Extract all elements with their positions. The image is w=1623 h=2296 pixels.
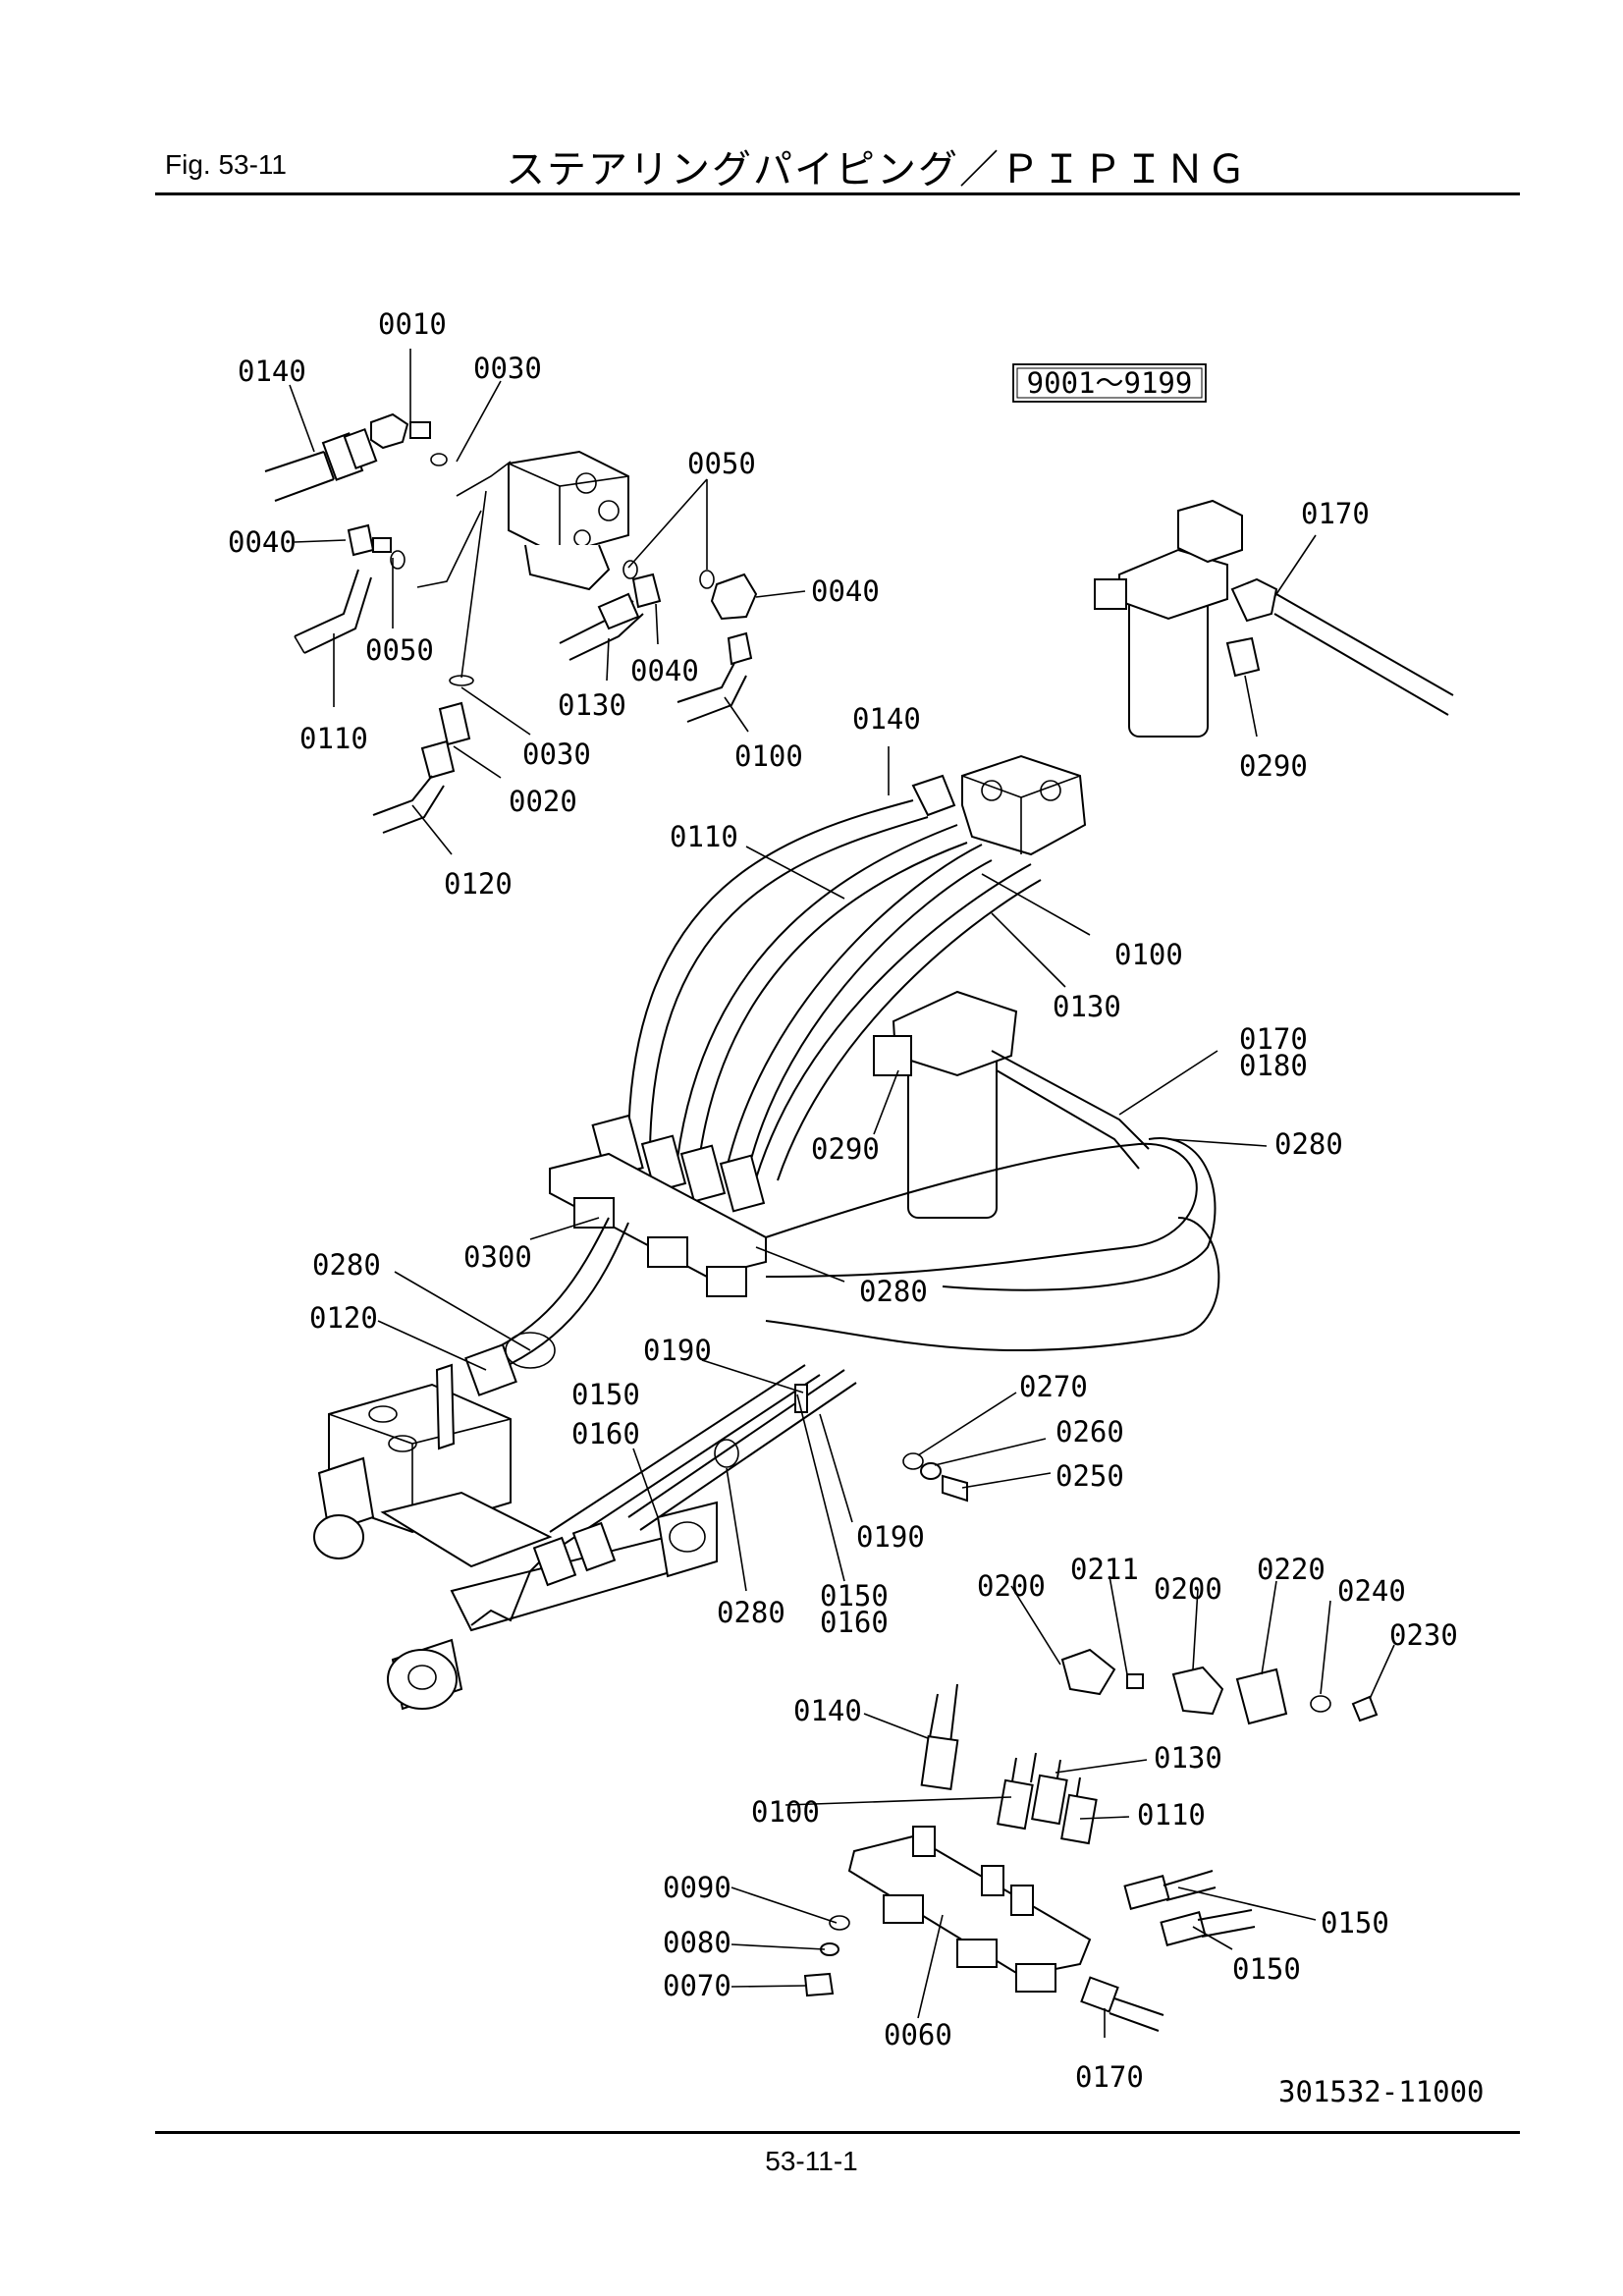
part-label: 0010 <box>378 307 447 341</box>
part-label: 0120 <box>309 1301 378 1335</box>
part-label: 0150 <box>571 1378 640 1411</box>
part-label: 0030 <box>522 738 591 771</box>
part-label: 0110 <box>299 722 368 755</box>
part-label: 0290 <box>811 1132 880 1166</box>
part-label: 0100 <box>734 739 803 773</box>
figure-number: Fig. 53-11 <box>165 149 287 180</box>
part-label: 0140 <box>852 702 921 736</box>
part-label: 0170 <box>1301 497 1370 530</box>
part-label: 0170 <box>1239 1022 1308 1056</box>
serial-range-text: 9001〜9199 <box>1027 366 1193 400</box>
part-label: 0160 <box>820 1606 889 1639</box>
part-label: 0110 <box>1137 1798 1206 1831</box>
line-filter-exploded <box>1094 499 1454 738</box>
part-label: 0040 <box>630 654 699 687</box>
part-label: 0130 <box>558 688 626 722</box>
part-label: 0150 <box>1232 1952 1301 1986</box>
part-label: 0120 <box>444 867 513 901</box>
part-label: 0190 <box>856 1520 925 1554</box>
part-label: 0260 <box>1055 1415 1124 1449</box>
part-number-labels: 0010 0140 0030 0050 0040 0040 0050 0040 … <box>228 307 1458 2094</box>
part-label: 0250 <box>1055 1459 1124 1493</box>
part-label: 0211 <box>1070 1553 1139 1586</box>
part-label: 0170 <box>1075 2060 1144 2094</box>
part-label: 0280 <box>1274 1127 1343 1161</box>
page-number: 53-11-1 <box>765 2146 858 2176</box>
part-label: 0300 <box>463 1240 532 1274</box>
part-label: 0230 <box>1389 1618 1458 1652</box>
footer-rule <box>155 2131 1520 2134</box>
header-rule <box>155 192 1520 195</box>
part-label: 0100 <box>1114 938 1183 971</box>
part-label: 0180 <box>1239 1049 1308 1082</box>
part-label: 0130 <box>1053 990 1121 1023</box>
part-label: 0150 <box>820 1579 889 1613</box>
part-label: 0280 <box>312 1248 381 1282</box>
part-label: 0280 <box>859 1275 928 1308</box>
part-label: 0270 <box>1019 1370 1088 1403</box>
part-label: 0290 <box>1239 749 1308 783</box>
part-label: 0060 <box>884 2018 952 2051</box>
leader-lines <box>289 349 1395 2038</box>
part-label: 0040 <box>811 574 880 608</box>
part-label: 0130 <box>1154 1741 1222 1775</box>
serial-range-box: 9001〜9199 <box>1012 363 1207 403</box>
part-label: 0160 <box>571 1417 640 1450</box>
part-label: 0090 <box>663 1871 731 1904</box>
page-title: ステアリングパイピング／ＰＩＰＩＮＧ <box>506 147 1248 192</box>
part-label: 0150 <box>1321 1906 1389 1940</box>
main-piping-assembly <box>313 754 1220 1711</box>
part-label: 0190 <box>643 1334 712 1367</box>
part-label: 0080 <box>663 1926 731 1959</box>
part-label: 0020 <box>509 785 577 818</box>
part-label: 0110 <box>670 820 738 853</box>
part-label: 0240 <box>1337 1574 1406 1608</box>
part-label: 0050 <box>687 447 756 480</box>
part-label: 0220 <box>1257 1553 1325 1586</box>
steering-valve-exploded <box>264 412 758 834</box>
part-label: 0200 <box>1154 1572 1222 1606</box>
part-label: 0140 <box>793 1694 862 1727</box>
manifold-exploded <box>803 1648 1379 2032</box>
drawing-number: 301532-11000 <box>1278 2075 1485 2108</box>
part-label: 0200 <box>977 1569 1046 1603</box>
part-label: 0100 <box>751 1795 820 1829</box>
part-label: 0140 <box>238 355 306 388</box>
part-label: 0050 <box>365 633 434 667</box>
part-label: 0030 <box>473 352 542 385</box>
part-label: 0280 <box>717 1596 785 1629</box>
part-label: 0070 <box>663 1969 731 2002</box>
part-label: 0040 <box>228 525 297 559</box>
